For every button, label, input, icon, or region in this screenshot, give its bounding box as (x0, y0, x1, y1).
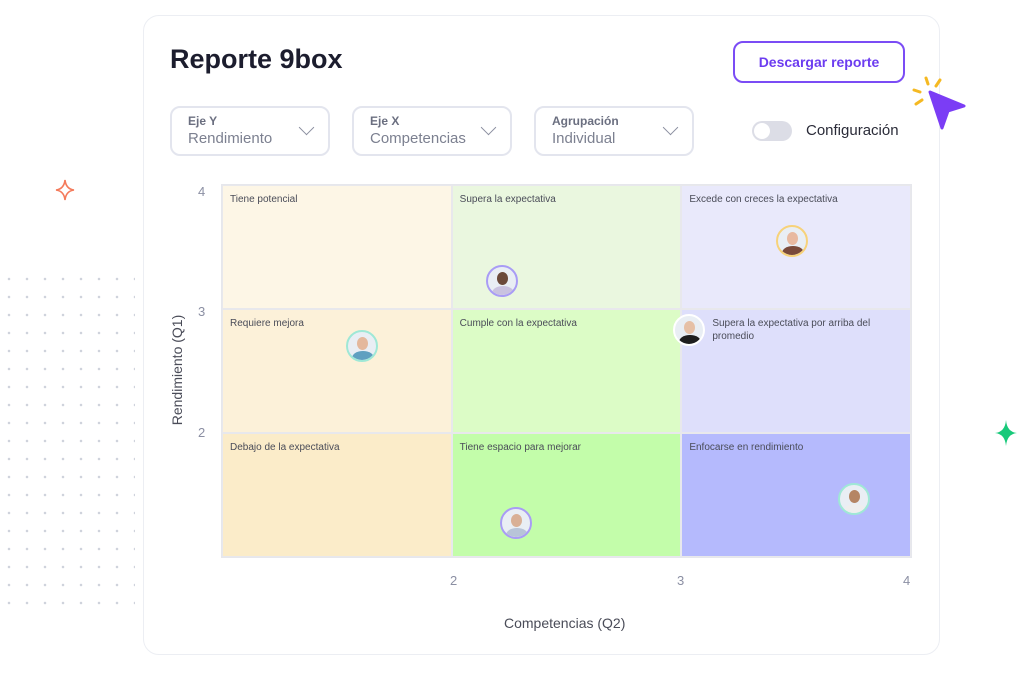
x-axis-select-label: Eje X (370, 114, 400, 128)
page-title: Reporte 9box (170, 44, 343, 74)
employee-avatar[interactable] (486, 265, 518, 298)
grouping-select-value: Individual (552, 130, 616, 147)
grid-cell-label: Debajo de la expectativa (230, 442, 340, 453)
grid-cell: Tiene espacio para mejorar (451, 433, 682, 557)
x-tick: 3 (677, 573, 685, 588)
y-tick: 3 (198, 304, 206, 319)
grid-cell-label: Cumple con la expectativa (459, 318, 577, 329)
click-cursor-icon (912, 76, 966, 130)
grouping-select[interactable]: Agrupación Individual (534, 106, 694, 156)
grid-cell-label: Tiene espacio para mejorar (459, 442, 582, 453)
grouping-select-label: Agrupación (552, 114, 619, 128)
grid-cell-label: Tiene potencial (230, 194, 298, 205)
employee-avatar[interactable] (838, 483, 871, 516)
grid-cell: Requiere mejora (222, 309, 452, 433)
grid-cell: Debajo de la expectativa (222, 433, 452, 557)
grid-cell-label: Excede con creces la expectativa (689, 194, 838, 205)
y-axis-select-label: Eje Y (188, 114, 218, 128)
grid-cell: Supera la expectativa por arriba del pro… (681, 309, 911, 433)
configuration-label: Configuración (806, 122, 899, 139)
sparkle-green-icon (995, 420, 1017, 446)
dot-pattern-decoration (0, 270, 135, 615)
x-axis-select-value: Competencias (370, 130, 466, 147)
employee-avatar[interactable] (672, 313, 705, 346)
y-tick: 2 (198, 425, 206, 440)
download-report-button[interactable]: Descargar reporte (733, 41, 905, 83)
x-tick: 4 (903, 573, 911, 588)
grid-cell-label: Supera la expectativa por arriba del pro… (712, 318, 871, 342)
employee-avatar[interactable] (345, 330, 378, 363)
configuration-toggle[interactable] (752, 121, 792, 141)
grid-cell-label: Enfocarse en rendimiento (689, 442, 804, 453)
y-axis-select[interactable]: Eje Y Rendimiento (170, 106, 330, 156)
sparkle-orange-icon (55, 179, 75, 201)
grid-cell: Supera la expectativa (451, 185, 682, 309)
grid-cell: Cumple con la expectativa (451, 309, 682, 433)
y-axis-select-value: Rendimiento (188, 130, 273, 147)
y-tick: 4 (198, 184, 206, 199)
y-axis-label: Rendimiento (Q1) (169, 314, 185, 426)
grid-cell-label: Supera la expectativa (459, 194, 556, 205)
employee-avatar[interactable] (776, 225, 809, 258)
x-axis-label: Competencias (Q2) (504, 615, 626, 631)
x-tick: 2 (450, 573, 458, 588)
grid-cell: Enfocarse en rendimiento (681, 433, 911, 557)
grid-cell: Tiene potencial (222, 185, 452, 309)
employee-avatar[interactable] (499, 507, 532, 540)
x-axis-select[interactable]: Eje X Competencias (352, 106, 512, 156)
nine-box-grid: Tiene potencial Supera la expectativa Exce… (221, 184, 912, 558)
grid-cell-label: Requiere mejora (230, 318, 304, 329)
